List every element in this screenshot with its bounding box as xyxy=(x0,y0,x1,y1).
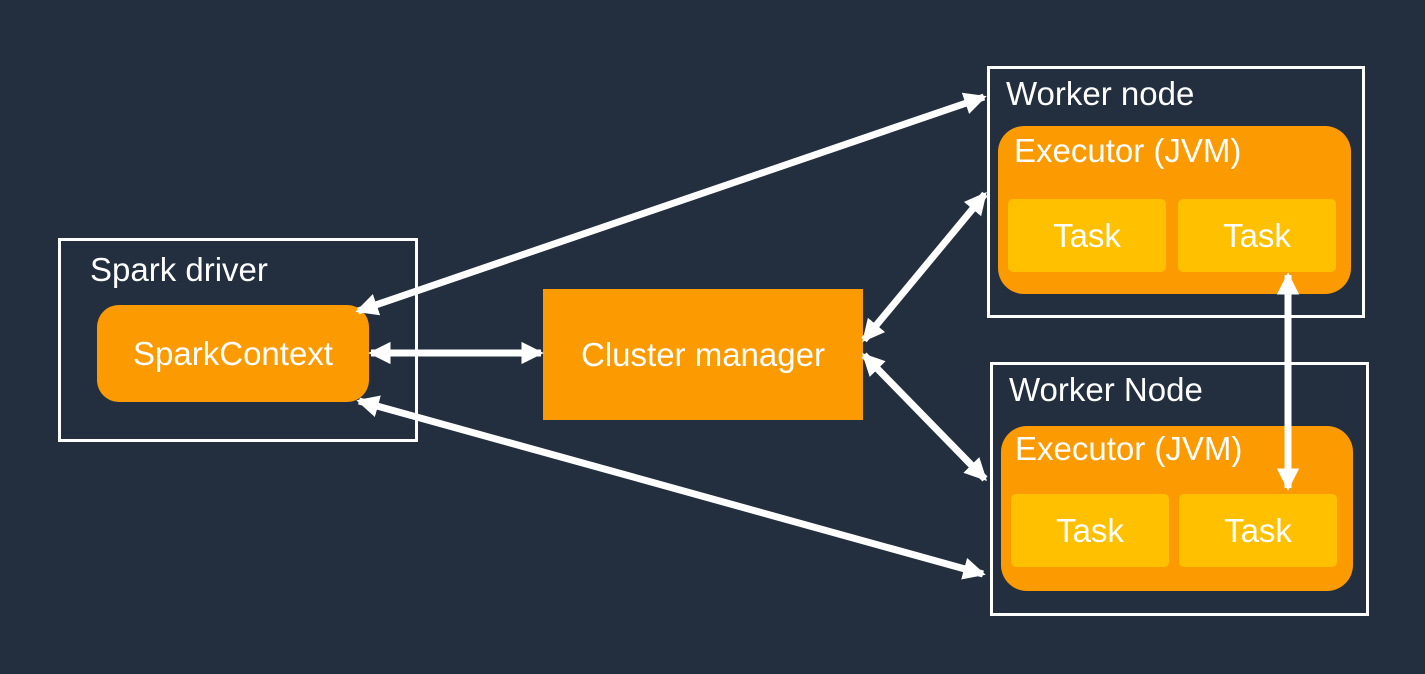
cluster-manager-label: Cluster manager xyxy=(581,335,825,373)
worker-node-top-executor-label: Executor (JVM) xyxy=(1014,132,1242,169)
task-label: Task xyxy=(1053,216,1121,254)
spark-driver-title: Spark driver xyxy=(90,251,268,288)
worker-node-bottom-executor-label: Executor (JVM) xyxy=(1015,430,1243,467)
worker-node-top-task-1: Task xyxy=(1008,199,1166,272)
worker-node-top-box: Worker node Executor (JVM) Task Task xyxy=(987,66,1365,318)
arrow-sparkcontext-workerbottom xyxy=(356,395,986,580)
worker-node-bottom-box: Worker Node Executor (JVM) Task Task xyxy=(990,362,1369,616)
worker-node-top-executor-box: Executor (JVM) Task Task xyxy=(998,126,1351,294)
task-label: Task xyxy=(1224,511,1292,549)
worker-node-top-task-2: Task xyxy=(1178,199,1336,272)
spark-driver-box: Spark driver SparkContext xyxy=(58,238,418,442)
task-label: Task xyxy=(1223,216,1291,254)
arrow-sparkcontext-workertop xyxy=(355,92,987,316)
worker-node-bottom-task-2: Task xyxy=(1179,494,1337,567)
spark-context-box: SparkContext xyxy=(97,305,369,402)
worker-node-bottom-executor-box: Executor (JVM) Task Task xyxy=(1001,426,1353,591)
spark-context-label: SparkContext xyxy=(133,334,333,372)
worker-node-bottom-task-1: Task xyxy=(1011,494,1169,567)
task-label: Task xyxy=(1056,511,1124,549)
worker-node-top-title: Worker node xyxy=(1006,75,1195,112)
worker-node-bottom-title: Worker Node xyxy=(1009,371,1203,408)
arrow-clustermanager-workerbottom-executor xyxy=(861,352,988,482)
cluster-manager-box: Cluster manager xyxy=(543,289,863,420)
arrow-clustermanager-workertop-executor xyxy=(861,191,988,343)
